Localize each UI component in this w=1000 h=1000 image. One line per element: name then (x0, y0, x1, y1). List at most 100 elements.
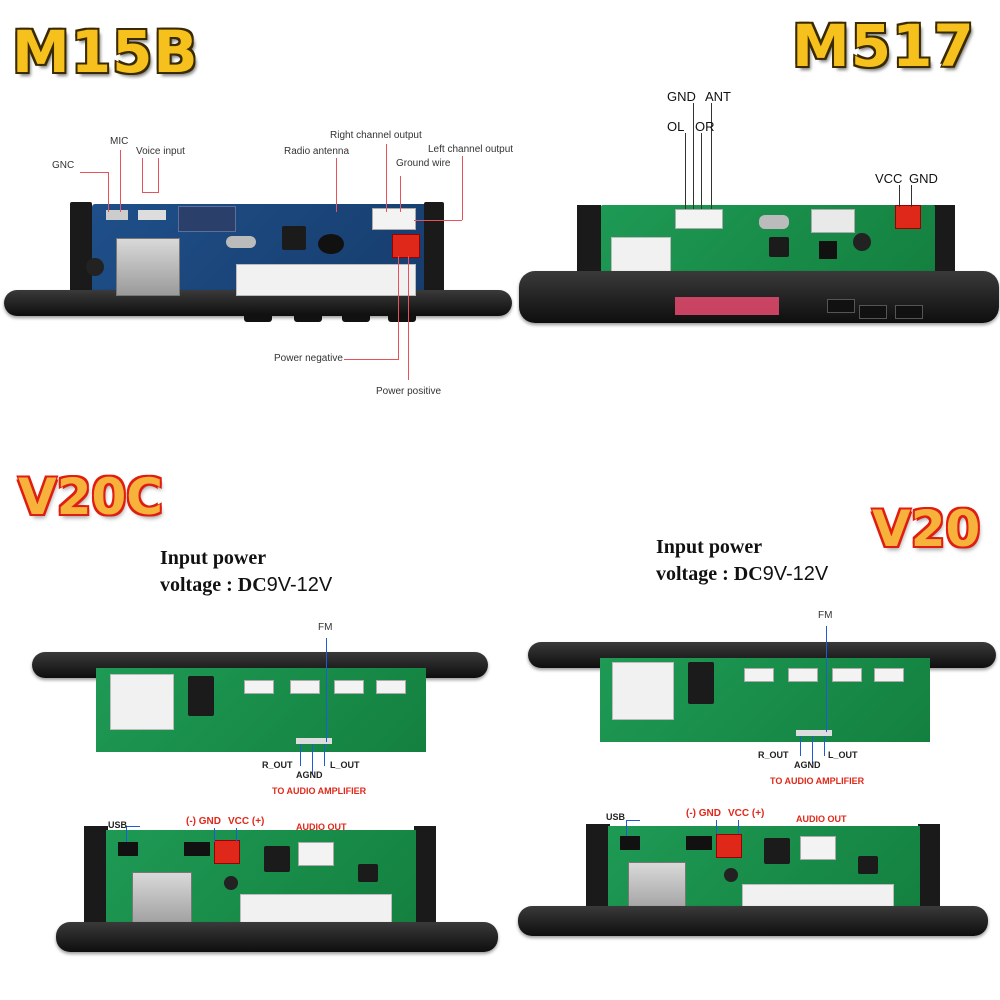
m517-ir-receiver (819, 241, 837, 259)
pointer-line-agnd (812, 736, 813, 764)
m15b-right-post (424, 202, 444, 296)
label-usb: USB (108, 820, 128, 830)
pointer-line-gnd (693, 103, 694, 209)
m517-capacitor (853, 233, 871, 251)
title-m15b: M15B (12, 18, 199, 86)
pointer-line-l-out (324, 744, 325, 766)
v20-connector (832, 668, 862, 682)
power-prefix: voltage : DC (160, 574, 267, 596)
label-l-out: L_OUT (828, 750, 858, 760)
v20-power-text: Input power voltage : DC9V-12V (656, 534, 828, 588)
power-value: 9V-12V (266, 574, 333, 596)
v20c-left-post (84, 826, 108, 936)
m15b-power-connector (392, 234, 420, 258)
v20-card-slot (612, 662, 674, 720)
m15b-usb-port (116, 238, 180, 296)
m517-left-post (577, 205, 601, 275)
m15b-button (244, 314, 272, 322)
label-ant: ANT (705, 89, 731, 104)
label-to-audio-amplifier: TO AUDIO AMPLIFIER (272, 786, 367, 796)
pointer-line-right-channel (386, 144, 387, 212)
power-line-2: voltage : DC9V-12V (160, 572, 332, 599)
v20c-chip (264, 846, 290, 872)
label-audio-out: AUDIO OUT (296, 822, 347, 832)
pointer-line-gnd (911, 185, 912, 207)
label-ol: OL (667, 119, 685, 134)
pointer-line-gnd (214, 828, 215, 842)
m517-bluetooth-module (811, 209, 855, 233)
label-gnc: GNC (52, 160, 75, 171)
v20-connector (874, 668, 904, 682)
pointer-line-or (701, 133, 702, 209)
pointer-line-ol (685, 133, 686, 209)
pointer-line-left-channel (462, 156, 463, 220)
m15b-mic-pins (106, 210, 128, 220)
m15b-chip (282, 226, 306, 250)
m517-button (895, 305, 923, 319)
label-r-out: R_OUT (262, 760, 293, 770)
pointer-line-gnd (716, 820, 717, 834)
v20c-connector (290, 680, 320, 694)
v20-usb-header (620, 836, 640, 850)
m517-display (675, 297, 779, 315)
pointer-line-power-positive (408, 256, 409, 380)
m15b-crystal (226, 236, 256, 248)
m517-crystal (759, 215, 789, 229)
m517-button (827, 299, 855, 313)
v20c-slot (240, 894, 392, 924)
pointer-line-r-out (300, 744, 301, 766)
title-v20: V20 (872, 500, 981, 558)
m517-chip (769, 237, 789, 257)
label-to-audio-amplifier: TO AUDIO AMPLIFIER (770, 776, 865, 786)
label-l-out: L_OUT (330, 760, 360, 770)
title-m517: M517 (792, 12, 975, 80)
m15b-audio-connector (372, 208, 416, 230)
label-or: OR (695, 119, 715, 134)
pointer-line-gnc (80, 172, 108, 173)
pointer-line-r-out (800, 736, 801, 756)
v20-output-pins (796, 730, 832, 736)
v20-chip (858, 856, 878, 874)
power-line-2: voltage : DC9V-12V (656, 561, 828, 588)
pointer-line-antenna (336, 158, 337, 212)
power-prefix: voltage : DC (656, 563, 763, 585)
pointer-line-usb (626, 820, 640, 821)
pointer-line-voice (158, 158, 159, 192)
label-power-negative: Power negative (274, 353, 343, 364)
pointer-line-mic (120, 150, 121, 212)
v20-chip (764, 838, 790, 864)
label-mic: MIC (110, 136, 129, 147)
v20c-chip (358, 864, 378, 882)
label-neg-gnd: (-) GND (186, 816, 221, 827)
label-vcc: VCC (875, 171, 903, 186)
label-neg-gnd: (-) GND (686, 808, 721, 819)
pointer-line-agnd (312, 744, 313, 774)
pointer-line-left-channel (414, 220, 462, 221)
title-v20c: V20C (18, 468, 163, 526)
m517-audio-connector (675, 209, 723, 229)
v20c-connector (376, 680, 406, 694)
v20-header (686, 836, 712, 850)
v20c-output-pins (296, 738, 332, 744)
v20c-panel: FM R_OUT AGND L_OUT TO AUDIO AMPLIFIER U… (0, 610, 510, 1000)
m15b-microphone (86, 258, 104, 276)
label-agnd: AGND (296, 770, 323, 780)
v20c-connector (244, 680, 274, 694)
pointer-line-gnc (108, 172, 109, 212)
v20c-card-slot (110, 674, 174, 730)
label-fm: FM (318, 622, 333, 633)
m15b-capacitor (318, 234, 344, 254)
pointer-line-power-negative (398, 256, 399, 360)
v20c-usb-header (118, 842, 138, 856)
m517-panel: GND ANT OL OR VCC GND (515, 85, 1000, 335)
label-fm: FM (818, 610, 833, 621)
label-left-channel-output: Left channel output (428, 144, 514, 155)
v20c-right-post (414, 826, 436, 936)
m517-button (859, 305, 887, 319)
m15b-left-post (70, 202, 92, 296)
v20-connector (744, 668, 774, 682)
m15b-voice-pins (138, 210, 166, 220)
v20-chip (688, 662, 714, 704)
v20c-capacitor (224, 876, 238, 890)
v20-audio-connector (800, 836, 836, 860)
